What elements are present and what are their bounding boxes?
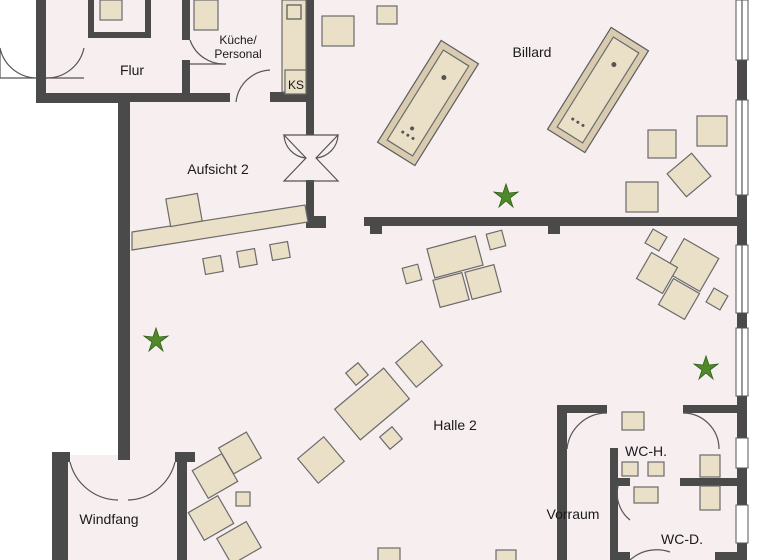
- room-label-flur: Flur: [120, 62, 144, 78]
- room-label-kueche-1: Küche/: [219, 33, 257, 47]
- room-label-ks: KS: [288, 78, 304, 92]
- doors: [0, 39, 720, 560]
- wc-fixtures: [99, 0, 721, 511]
- room-label-vorraum: Vorraum: [547, 506, 600, 522]
- kitchen-counter: [193, 0, 307, 95]
- room-label-billard: Billard: [513, 44, 552, 60]
- billard-seating: [321, 5, 728, 213]
- halle-lounge-center: [296, 339, 444, 485]
- halle-lounge-lower: [187, 431, 517, 560]
- room-label-kueche-2: Personal: [214, 47, 261, 61]
- walls: [36, 0, 747, 560]
- room-label-wc-d: WC-D.: [661, 531, 703, 547]
- plant-halle-left: [142, 326, 170, 353]
- billard-table-right: [546, 26, 650, 154]
- windows: [735, 0, 749, 544]
- aufsicht-counter: [131, 192, 309, 276]
- halle-lounge-upper: [401, 229, 507, 309]
- windfang-floor: [55, 455, 185, 560]
- room-label-halle: Halle 2: [433, 417, 477, 433]
- room-label-aufsicht: Aufsicht 2: [187, 161, 249, 177]
- room-label-windfang: Windfang: [79, 511, 138, 527]
- room-label-wc-h: WC-H.: [625, 443, 667, 459]
- plant-billard: [492, 182, 520, 209]
- halle-lounge-right: [635, 228, 729, 321]
- billard-table-left: [376, 39, 480, 167]
- plant-halle-right: [692, 354, 720, 381]
